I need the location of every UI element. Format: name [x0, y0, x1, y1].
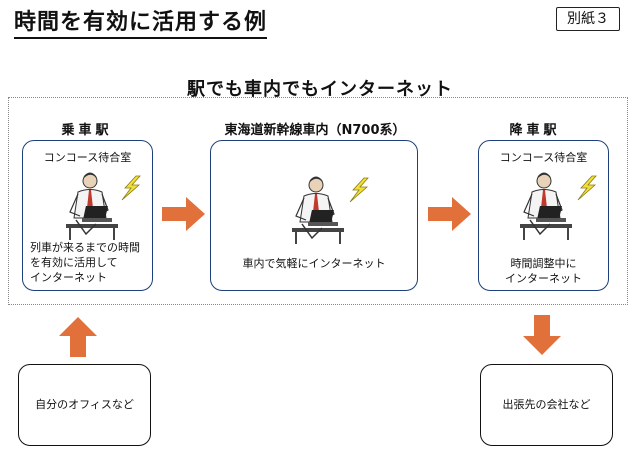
page-title: 時間を有効に活用する例: [14, 10, 268, 39]
arrow-right-icon: [428, 197, 471, 231]
boarding-text-line-3: インターネット: [30, 271, 107, 284]
internet-zone-frame: [8, 97, 628, 305]
boarding-card-text: 列車が来るまでの時間 を有効に活用して インターネット: [30, 240, 150, 285]
destination-client-box: 出張先の会社など: [480, 364, 613, 446]
person-with-laptop-icon: [519, 171, 573, 240]
arrow-up-icon: [59, 317, 97, 357]
alighting-station-label: 降車駅: [509, 123, 561, 138]
origin-office-box: 自分のオフィスなど: [18, 364, 151, 446]
arrow-down-icon: [523, 315, 561, 355]
person-with-laptop-icon: [291, 175, 345, 244]
boarding-text-line-2: を有効に活用して: [30, 256, 118, 269]
attachment-badge: 別紙３: [556, 7, 620, 31]
boarding-station-label: 乗車駅: [61, 123, 113, 138]
alighting-card-heading: コンコース待合室: [499, 151, 588, 164]
alighting-text-line-2: インターネット: [505, 272, 582, 285]
lightning-signal-icon: [349, 177, 369, 203]
boarding-card-heading: コンコース待合室: [43, 151, 132, 164]
alighting-text-line-1: 時間調整中に: [510, 257, 577, 270]
boarding-text-line-1: 列車が来るまでの時間: [30, 241, 140, 254]
lightning-signal-icon: [121, 175, 141, 201]
alighting-card-text: 時間調整中に インターネット: [478, 256, 609, 286]
onboard-card-text: 車内で気軽にインターネット: [242, 257, 386, 270]
arrow-right-icon: [162, 197, 205, 231]
lightning-signal-icon: [577, 175, 597, 201]
section-heading: 駅でも車内でもインターネット: [187, 79, 453, 100]
person-with-laptop-icon: [65, 171, 119, 240]
onboard-train-label: 東海道新幹線車内（N700系）: [224, 123, 406, 138]
